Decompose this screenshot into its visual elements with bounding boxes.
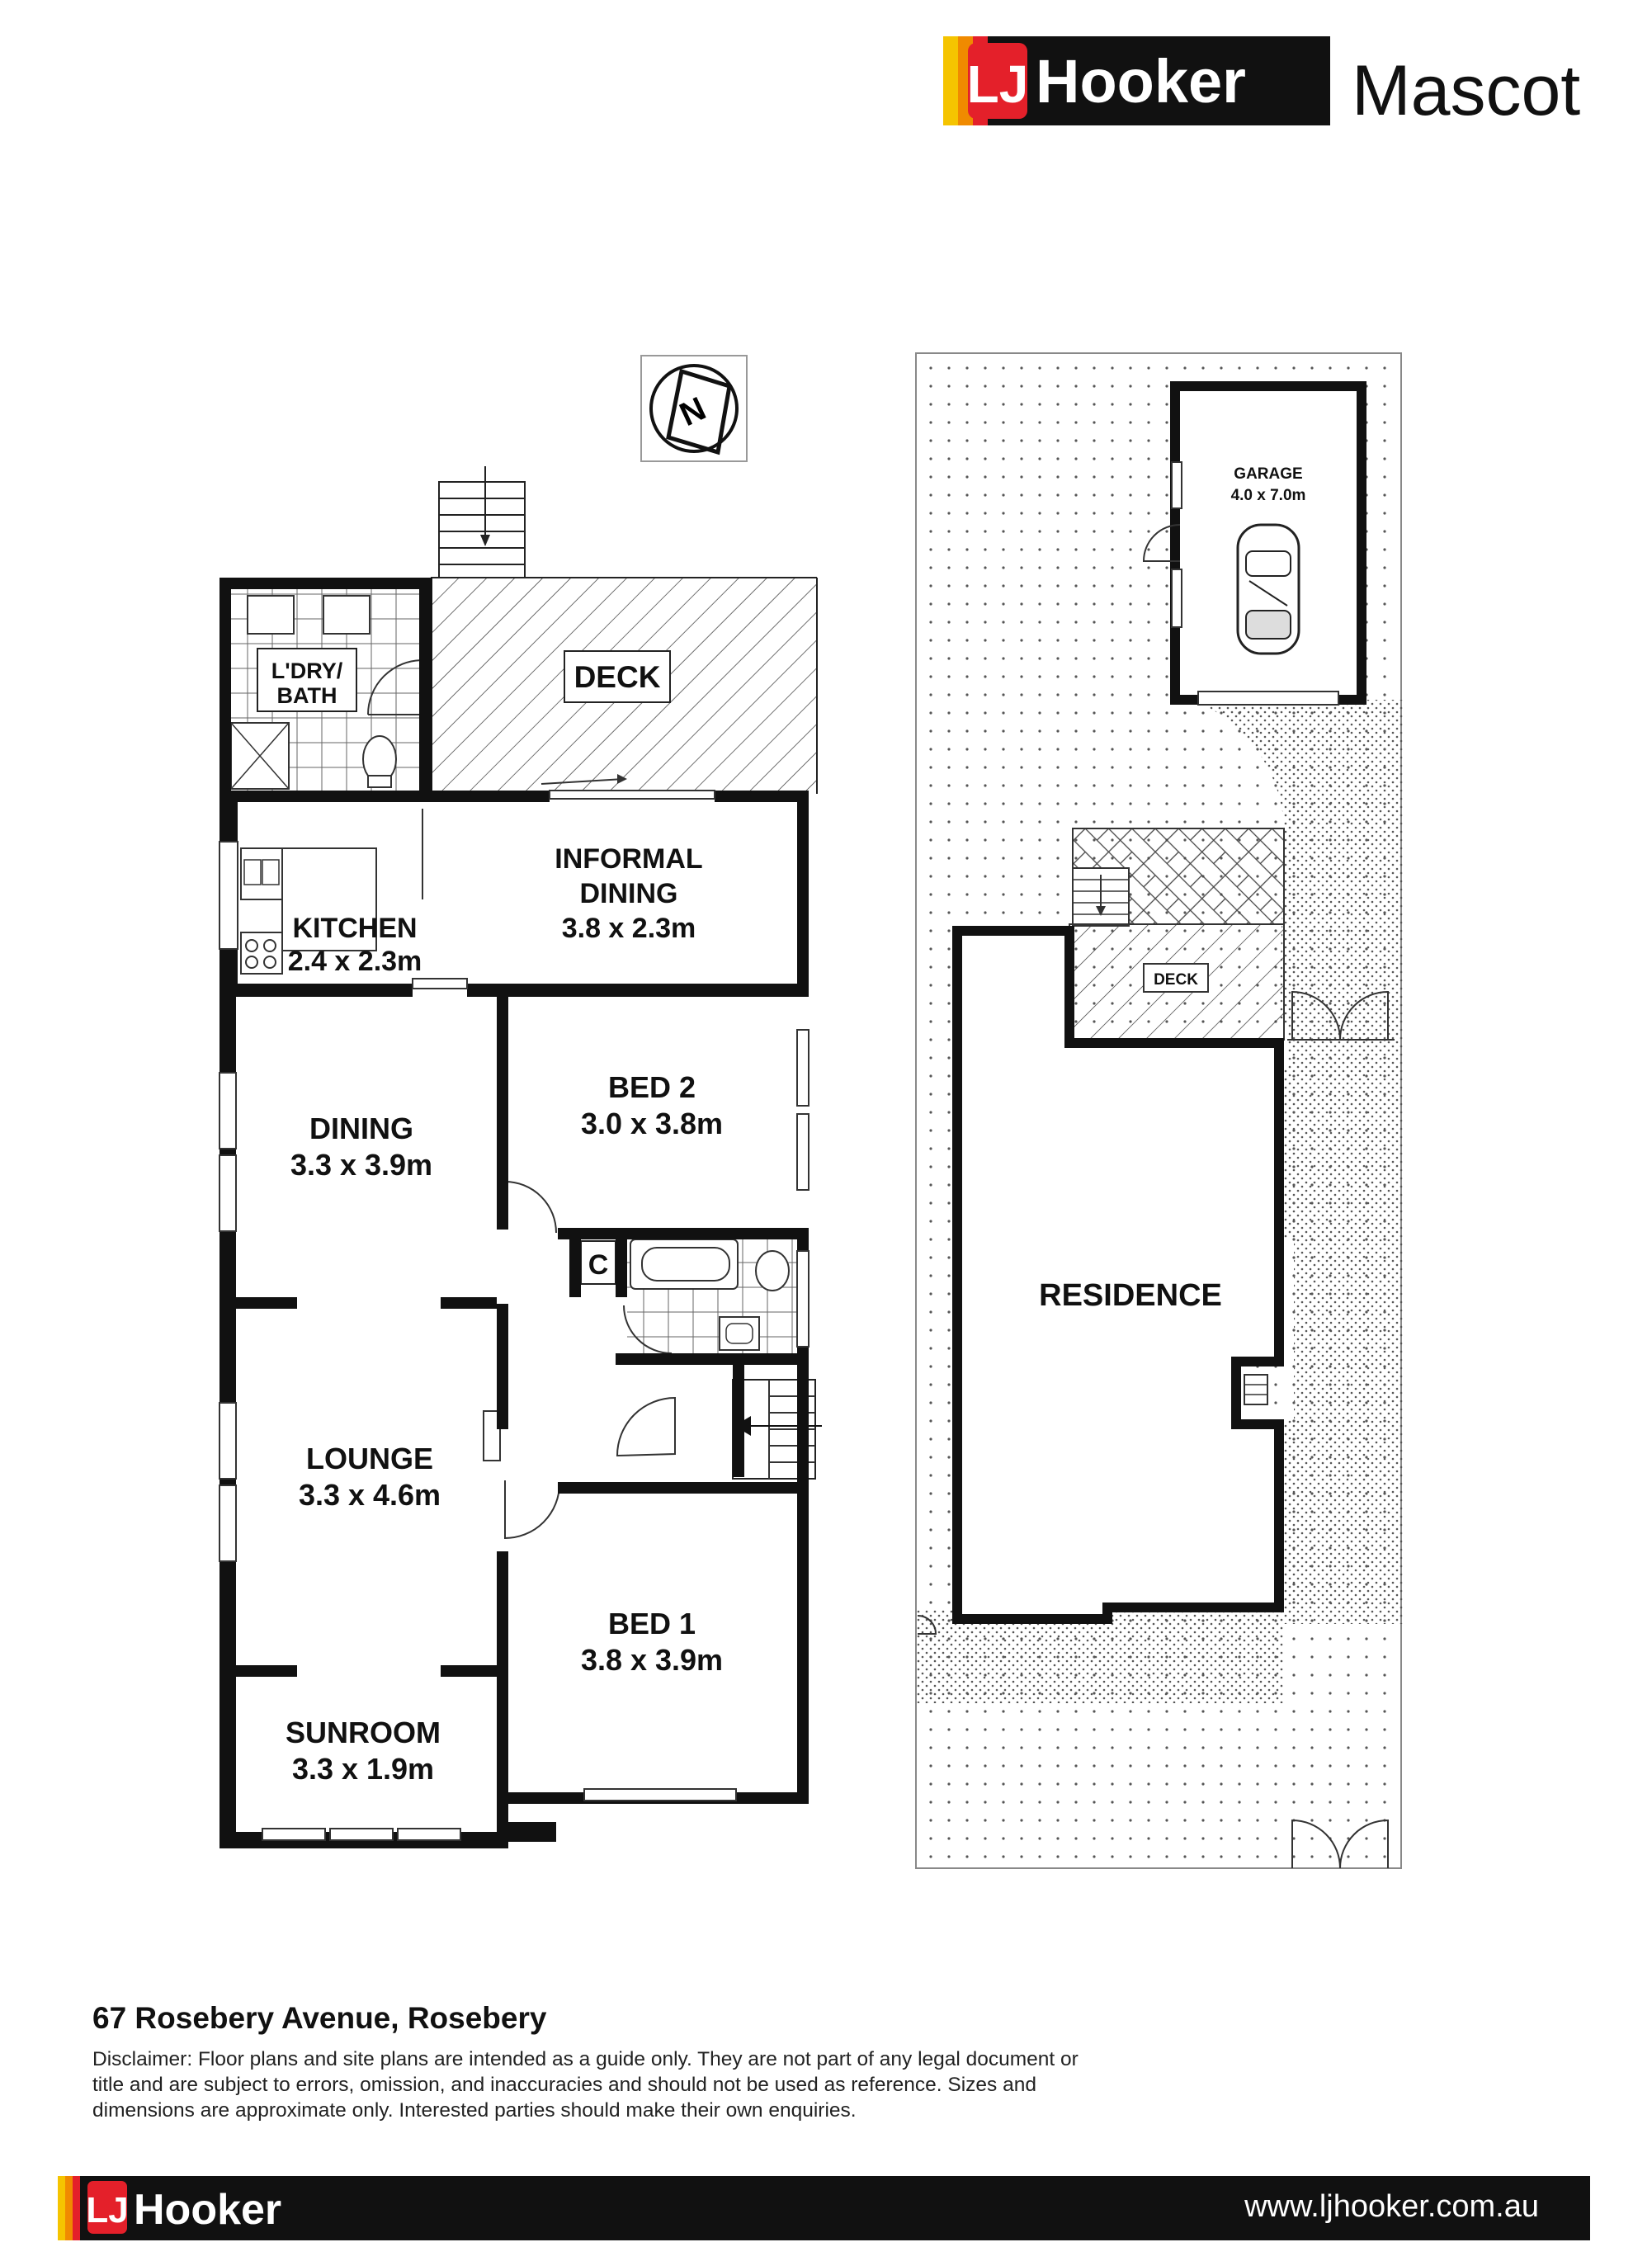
deck-area: DECK: [431, 577, 818, 794]
room-size-bed-1: 3.8 x 3.9m: [581, 1643, 723, 1677]
room-name-deck: DECK: [574, 660, 661, 694]
garage-label: GARAGE: [1234, 465, 1302, 483]
residence-footprint: [952, 926, 1284, 1624]
lounge-room: LOUNGE 3.3 x 4.6m: [299, 1442, 441, 1512]
room-name-kitchen: KITCHEN: [292, 913, 417, 944]
car-icon: [1236, 523, 1300, 655]
office-name: Mascot: [1352, 51, 1580, 130]
logo-black-box: [988, 36, 1330, 125]
side-gate-icon: [1287, 990, 1395, 1041]
garage-size: 4.0 x 7.0m: [1231, 487, 1306, 504]
logo-lj-badge: [968, 43, 1027, 119]
room-name-bath: BATH: [277, 683, 337, 708]
garage: GARAGE 4.0 x 7.0m: [1142, 381, 1366, 706]
logo-hooker-text: Hooker: [1036, 47, 1246, 116]
logo-stripe-yellow: [943, 36, 958, 125]
brand-logo-header: LJ Hooker Mascot: [943, 36, 1580, 130]
north-compass-icon: N: [640, 355, 748, 462]
room-name-dining-2: DINING: [580, 878, 678, 909]
cupboard-label: C: [588, 1249, 609, 1281]
room-name-dining: DINING: [309, 1112, 413, 1145]
kitchen-informal-dining: KITCHEN 2.4 x 2.3m INFORMAL DINING 3.8 x…: [240, 774, 703, 977]
website-link[interactable]: www.ljhooker.com.au: [1244, 2189, 1539, 2224]
room-size-bed-2: 3.0 x 3.8m: [581, 1107, 723, 1140]
room-size-lounge: 3.3 x 4.6m: [299, 1478, 441, 1512]
room-name-lounge: LOUNGE: [306, 1442, 433, 1475]
dining-room: DINING 3.3 x 3.9m: [290, 1112, 432, 1182]
footer-bar: LJ Hooker www.ljhooker.com.au: [58, 2176, 1590, 2240]
footer-logo-hooker: Hooker: [134, 2186, 281, 2234]
sunroom: SUNROOM 3.3 x 1.9m: [286, 1716, 441, 1786]
front-door-swing-icon: [917, 1615, 937, 1635]
room-size-kitchen: 2.4 x 2.3m: [288, 946, 422, 977]
laundry-bath-room: L'DRY/ BATH: [228, 584, 424, 794]
property-address: 67 Rosebery Avenue, Rosebery: [92, 2001, 547, 2035]
front-gate-icon: [1291, 1819, 1389, 1869]
floorplan-windows: [219, 790, 809, 1841]
logo-lj-text: LJ: [967, 54, 1029, 114]
room-size-informal-dining: 3.8 x 2.3m: [562, 913, 696, 944]
room-size-sunroom: 3.3 x 1.9m: [292, 1752, 434, 1786]
footer-logo-lj: LJ: [86, 2190, 128, 2230]
residence-label: RESIDENCE: [1039, 1278, 1222, 1313]
site-deck-label: DECK: [1154, 971, 1198, 989]
room-name-sunroom: SUNROOM: [286, 1716, 441, 1749]
brand-logo-footer: LJ Hooker: [58, 2176, 281, 2240]
bed-2-room: BED 2 3.0 x 3.8m: [581, 1070, 723, 1140]
room-name-bed-1: BED 1: [608, 1607, 696, 1640]
deck-steps: [438, 466, 526, 578]
disclaimer-text: Disclaimer: Floor plans and site plans a…: [92, 2048, 1079, 2122]
room-size-dining: 3.3 x 3.9m: [290, 1148, 432, 1182]
room-name-laundry: L'DRY/: [271, 658, 343, 683]
site-plan: GARAGE 4.0 x 7.0m DECK RESIDENCE: [915, 352, 1403, 1869]
bed-1-room: BED 1 3.8 x 3.9m: [581, 1607, 723, 1677]
room-name-informal: INFORMAL: [555, 843, 702, 875]
room-name-bed-2: BED 2: [608, 1070, 696, 1104]
bathroom: C: [580, 1236, 800, 1358]
